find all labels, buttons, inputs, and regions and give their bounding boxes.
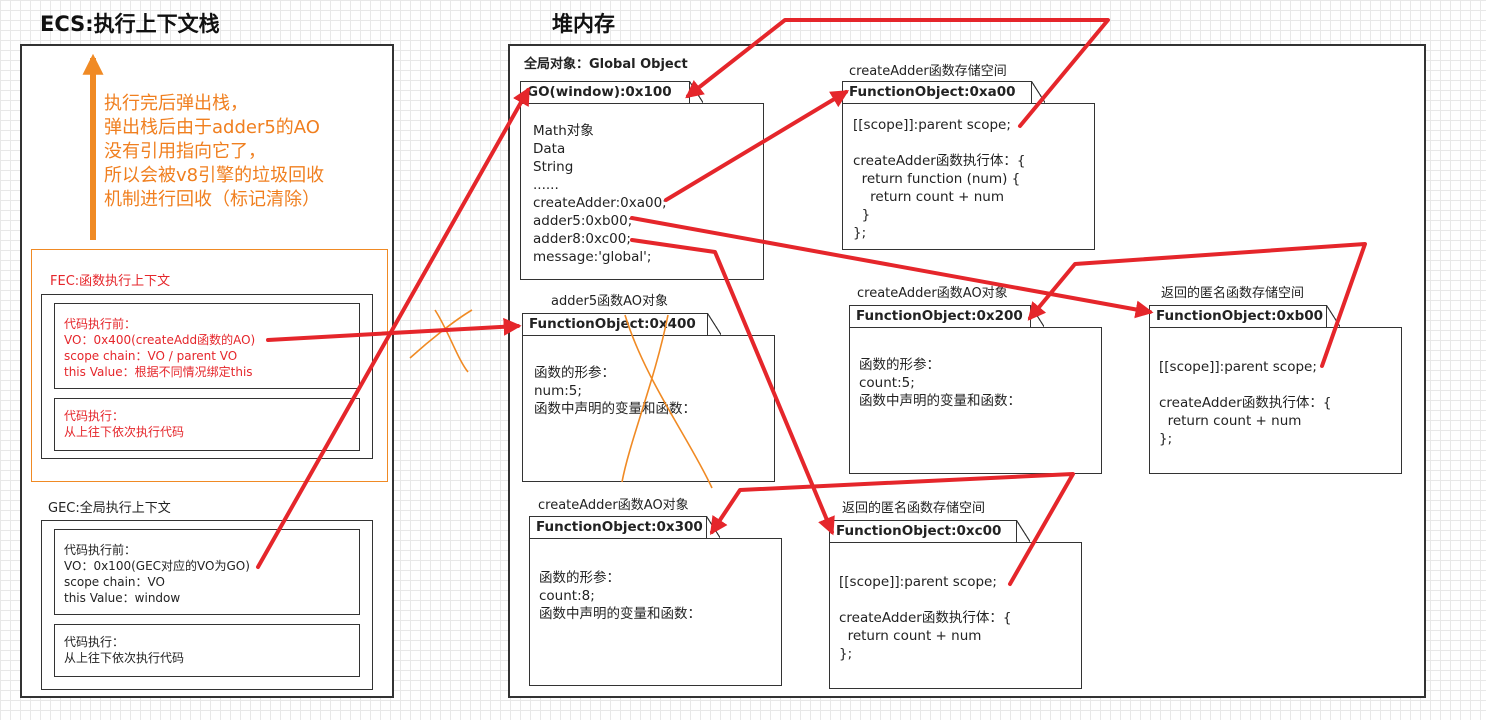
fn-0xc00-object: [[scope]]:parent scope; createAdder函数执行体… (829, 542, 1082, 689)
ao-0x300-tab: FunctionObject:0x300 (529, 515, 720, 538)
gc-note-line: 执行完后弹出栈， (104, 93, 248, 114)
gec-exec-title: 代码执行： (64, 635, 125, 649)
fn-0xb00-tab: FunctionObject:0xb00 (1149, 304, 1340, 327)
ao-0x400-object: 函数的形参： num:5; 函数中声明的变量和函数： (522, 335, 775, 482)
fec-pre-exec-title: 代码执行前： (64, 317, 137, 331)
gc-note-line: 机制进行回收（标记清除） (104, 189, 320, 210)
fn-0xc00-tab: FunctionObject:0xc00 (829, 519, 1030, 542)
go-line: String (533, 159, 574, 175)
ao-0x200-tab: FunctionObject:0x200 (849, 304, 1044, 327)
ao-0x200-object: 函数的形参： count:5; 函数中声明的变量和函数： (849, 327, 1102, 474)
gec-pre-exec-title: 代码执行前： (64, 543, 137, 557)
fec-scope-chain: scope chain：VO / parent VO (64, 349, 238, 363)
gc-note-line: 没有引用指向它了， (104, 141, 266, 162)
ao-0x300-content: 函数的形参： count:8; 函数中声明的变量和函数： (539, 570, 701, 622)
fec-pre-exec-box: 代码执行前： VO：0x400(createAdd函数的AO) scope ch… (54, 303, 360, 389)
gec-pre-exec-box: 代码执行前： VO：0x100(GEC对应的VO为GO) scope chain… (54, 529, 360, 615)
ao-0x400-param-num: num:5; (534, 383, 582, 399)
go-tab: GO(window):0x100 (520, 80, 703, 103)
fec-vo: VO：0x400(createAdd函数的AO) (64, 333, 256, 347)
gec-this-value: this Value：window (64, 591, 181, 605)
gec-title: GEC:全局执行上下文 (48, 501, 171, 516)
anon-fn-c00-caption: 返回的匿名函数存储空间 (842, 501, 986, 516)
fec-exec-desc: 从上往下依次执行代码 (64, 425, 185, 439)
gc-note: 执行完后弹出栈， 弹出栈后由于adder5的AO 没有引用指向它了， 所以会被v… (104, 92, 324, 212)
fn-0xb00-content: [[scope]]:parent scope; createAdder函数执行体… (1159, 359, 1332, 447)
ao-0x300-object: 函数的形参： count:8; 函数中声明的变量和函数： (529, 538, 782, 686)
create-adder-ao-200-caption: createAdder函数AO对象 (857, 286, 1008, 301)
go-line: adder5:0xb00; (533, 213, 633, 229)
fn-0xa00-tab: FunctionObject:0xa00 (842, 80, 1045, 103)
gec-exec-desc: 从上往下依次执行代码 (64, 651, 185, 665)
adder5-ao-caption: adder5函数AO对象 (551, 294, 668, 309)
fn-0xa00-object: [[scope]]:parent scope; createAdder函数执行体… (842, 103, 1095, 250)
fec-title: FEC:函数执行上下文 (50, 274, 171, 289)
go-line: createAdder:0xa00; (533, 195, 667, 211)
gec-vo: VO：0x100(GEC对应的VO为GO) (64, 559, 250, 573)
fec-exec-title: 代码执行： (64, 409, 125, 423)
global-object-label: 全局对象：Global Object (524, 57, 688, 72)
gec-exec-box: 代码执行： 从上往下依次执行代码 (54, 624, 360, 677)
fec-this-value: this Value：根据不同情况绑定this (64, 365, 253, 379)
heap-heading: 堆内存 (552, 12, 615, 36)
fn-0xa00-content: [[scope]]:parent scope; createAdder函数执行体… (853, 117, 1026, 241)
create-adder-fn-caption: createAdder函数存储空间 (849, 64, 1007, 79)
go-line: ...... (533, 177, 559, 193)
create-adder-ao-300-caption: createAdder函数AO对象 (538, 498, 689, 513)
go-line: Math对象 (533, 123, 594, 139)
ao-0x400-param-title: 函数的形参： (534, 365, 615, 381)
fec-exec-box: 代码执行： 从上往下依次执行代码 (54, 398, 360, 451)
go-line: Data (533, 141, 566, 157)
ao-0x200-content: 函数的形参： count:5; 函数中声明的变量和函数： (859, 357, 1021, 409)
anon-fn-b00-caption: 返回的匿名函数存储空间 (1161, 286, 1305, 301)
ecs-heading: ECS:执行上下文栈 (40, 12, 220, 36)
gc-note-line: 所以会被v8引擎的垃圾回收 (104, 165, 325, 186)
go-line: adder8:0xc00; (533, 231, 631, 247)
gec-scope-chain: scope chain：VO (64, 575, 165, 589)
ao-0x400-tab: FunctionObject:0x400 (522, 312, 721, 335)
ao-0x400-vars: 函数中声明的变量和函数： (534, 401, 696, 417)
fn-0xb00-object: [[scope]]:parent scope; createAdder函数执行体… (1149, 327, 1402, 474)
gc-note-line: 弹出栈后由于adder5的AO (104, 117, 320, 138)
go-line: message:'global'; (533, 249, 652, 265)
fn-0xc00-content: [[scope]]:parent scope; createAdder函数执行体… (839, 574, 1012, 662)
